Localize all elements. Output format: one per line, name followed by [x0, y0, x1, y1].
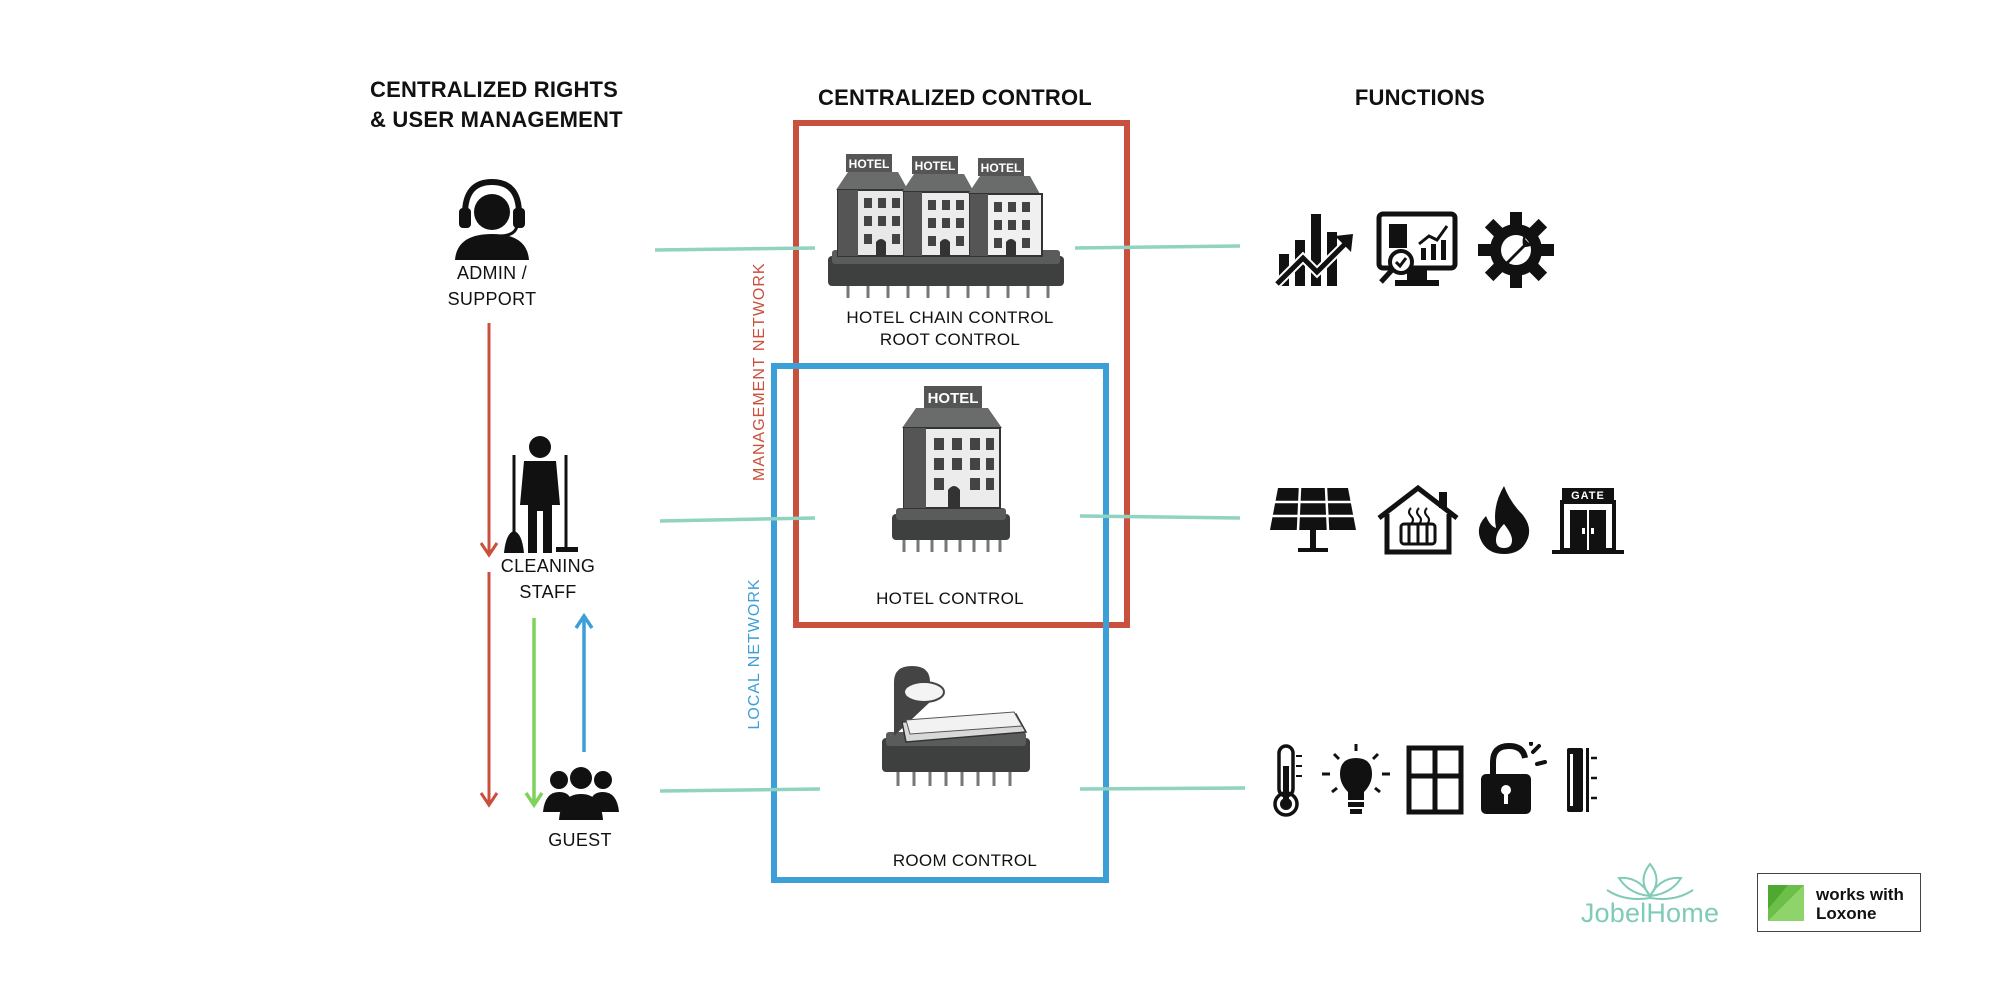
connector-guest-room — [659, 787, 821, 793]
admin-support-label: ADMIN / SUPPORT — [422, 260, 562, 312]
gear-wrench-icon — [1478, 212, 1554, 288]
guest-group-icon — [543, 767, 619, 820]
room-bed-icon — [882, 666, 1030, 786]
chain-label-line-2: ROOT CONTROL — [879, 330, 1021, 349]
admin-label-line-1: ADMIN / — [456, 263, 528, 283]
heading-rights-line-2: & USER MANAGEMENT — [370, 107, 623, 132]
guest-label: GUEST — [548, 830, 612, 850]
cleaning-label-line-1: CLEANING — [500, 556, 596, 576]
chart-growth-icon — [1275, 214, 1353, 288]
admin-support-icon — [455, 178, 529, 260]
loxone-line-1: works with — [1816, 885, 1904, 904]
hotel-sign-text: HOTEL — [928, 390, 979, 407]
connector-hotel-functions — [1079, 514, 1241, 520]
hotel-icon: HOTEL — [892, 386, 1010, 552]
gate-sign-text: GATE — [1571, 490, 1605, 502]
cleaning-staff-icon — [504, 436, 578, 553]
loxone-line-2: Loxone — [1816, 904, 1877, 923]
unlocked-padlock-icon — [1481, 742, 1547, 814]
solar-panel-icon — [1270, 487, 1356, 552]
gate-icon: GATE — [1552, 488, 1624, 554]
thermometer-icon — [1273, 744, 1302, 817]
management-network-box — [793, 120, 1130, 628]
svg-text:HOTEL: HOTEL — [915, 159, 956, 173]
light-bulb-icon — [1322, 744, 1390, 814]
jobelhome-leaf-icon — [1606, 862, 1694, 900]
connector-admin-chain — [654, 246, 816, 252]
heading-rights-line-1: CENTRALIZED RIGHTS — [370, 77, 619, 102]
chain-label-line-1: HOTEL CHAIN CONTROL — [846, 308, 1054, 327]
connector-cleaning-hotel — [659, 516, 816, 523]
connector-room-functions — [1079, 786, 1246, 791]
heading-rights-management: CENTRALIZED RIGHTS & USER MANAGEMENT — [370, 75, 670, 135]
loxone-badge-text: works with Loxone — [1816, 885, 1904, 923]
loxone-logo-icon — [1768, 885, 1804, 921]
window-icon — [1406, 745, 1464, 815]
cleaning-label-line-2: STAFF — [519, 582, 577, 602]
connector-chain-functions — [1074, 244, 1241, 250]
hotel-chain-control-label: HOTEL CHAIN CONTROL ROOT CONTROL — [820, 307, 1080, 351]
jobelhome-logo-text: JobelHome — [1580, 898, 1720, 928]
svg-text:HOTEL: HOTEL — [849, 157, 890, 171]
local-network-box — [771, 363, 1109, 883]
hotel-chain-icon: HOTEL HOTEL HOTEL — [828, 154, 1064, 298]
heading-centralized-control: CENTRALIZED CONTROL — [818, 85, 1092, 110]
loxone-badge: works with Loxone — [1757, 873, 1921, 932]
hotel-control-label: HOTEL CONTROL — [876, 589, 1024, 608]
room-control-label: ROOM CONTROL — [892, 851, 1038, 870]
door-sensor-icon — [1567, 748, 1597, 812]
house-heating-icon — [1377, 484, 1459, 555]
hotel-chain-chip — [828, 250, 1064, 298]
heading-functions: FUNCTIONS — [1354, 85, 1486, 110]
admin-label-line-2: SUPPORT — [447, 289, 537, 309]
svg-text:HOTEL: HOTEL — [981, 161, 1022, 175]
flame-icon — [1478, 486, 1530, 554]
cleaning-staff-label: CLEANING STAFF — [478, 553, 618, 605]
monitor-analytics-icon — [1376, 211, 1458, 286]
